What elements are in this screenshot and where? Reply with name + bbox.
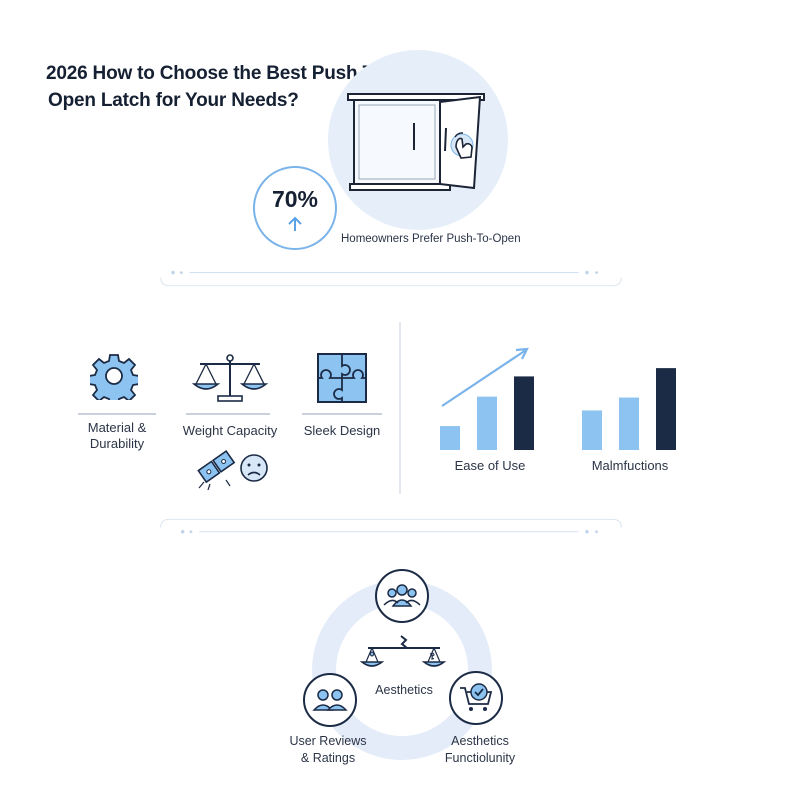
cart-check-icon [449,671,503,725]
chart-label-malfunctions: Malmfuctions [591,458,669,473]
cycle-right-label: Aesthetics Functiolunity [444,734,516,765]
trend-arrow-line [441,349,527,407]
chart-bar [477,396,497,450]
stat-value: 70% [271,186,319,212]
stat-ring [253,166,337,250]
feature-underline [302,413,382,415]
broken-latch-sad-face-icon [197,450,268,490]
section-divider [160,270,622,287]
feature-underline [186,413,270,415]
cycle-center-label: Aesthetics [375,683,433,697]
gear-icon [90,354,138,400]
users-icon [303,673,357,727]
malfunctions-chart [582,368,676,450]
arrow-up-icon [288,216,302,231]
chart-bar [619,397,639,450]
cycle-left-label: User Reviews & Ratings [289,734,367,765]
puzzle-icon [317,353,367,403]
chart-bar [656,368,676,450]
cabinet-push-to-open-icon [347,93,485,191]
chart-bar [582,410,602,450]
stat-caption: Homeowners Prefer Push-To-Open [341,233,521,245]
section-separator [399,322,401,494]
chart-bar [440,426,460,450]
trend-arrow-head [515,347,529,360]
ease-of-use-chart [440,347,534,450]
page-title: 2026 How to Choose the Best Push To Open… [46,60,426,114]
people-group-icon [375,569,429,623]
feature-label-design: Sleek Design [303,423,381,438]
chart-label-ease-of-use: Ease of Use [454,458,526,473]
scale-icon [191,354,269,402]
title-line-2: Open Latch for Your Needs? [48,90,299,111]
feature-label-weight: Weight Capacity [182,423,278,438]
chart-bar [514,376,534,450]
feature-label-material: Material & Durability [87,420,147,451]
section-divider [160,518,622,534]
balance-scale-icon [359,635,447,667]
feature-underline [78,413,156,415]
title-line-1: 2026 How to Choose the Best Push To [46,63,384,84]
